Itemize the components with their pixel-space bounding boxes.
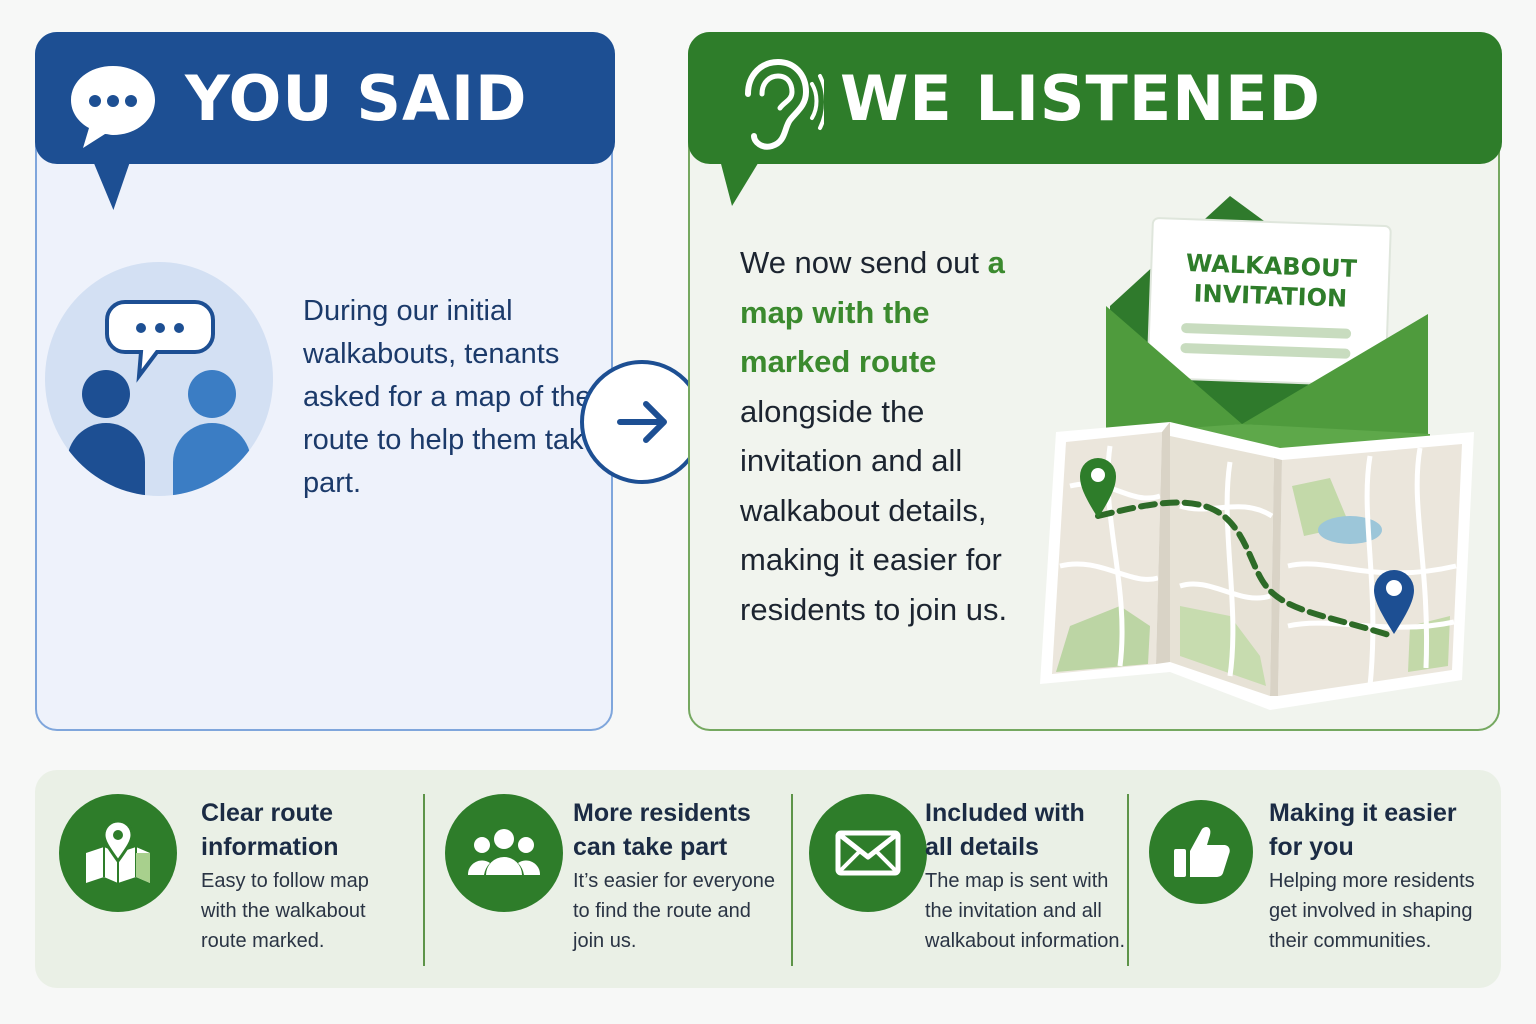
- people-talking-illustration: [45, 262, 273, 496]
- we-listened-title: WE LISTENED: [840, 62, 1321, 135]
- we-listened-text: We now send out a map with the marked ro…: [740, 238, 1040, 634]
- you-said-title: YOU SAID: [185, 62, 528, 135]
- we-listened-header: WE LISTENED: [688, 32, 1502, 164]
- divider: [1127, 794, 1129, 966]
- text-after: alongside the invitation and all walkabo…: [740, 393, 1008, 627]
- folded-map: [1040, 422, 1474, 710]
- benefit-title: More residents can take part: [573, 799, 751, 861]
- people-group-icon: [445, 794, 563, 912]
- you-said-header: YOU SAID: [35, 32, 615, 164]
- arrow-circle: [580, 360, 704, 484]
- benefit-title: Included with all details: [925, 799, 1085, 861]
- benefit-more-residents: More residents can take part It’s easier…: [445, 770, 795, 988]
- text-before: We now send out: [740, 245, 979, 280]
- benefit-title: Clear route information: [201, 799, 339, 861]
- benefit-included-details: Included with all details The map is sen…: [809, 770, 1149, 988]
- text-highlight: a map with the marked route: [740, 245, 1005, 379]
- envelope-icon: [809, 794, 927, 912]
- speech-tail: [720, 160, 760, 206]
- benefit-desc: Easy to follow map with the walkabout ro…: [201, 870, 369, 952]
- invitation-map-illustration: WALKABOUT INVITATION: [1040, 196, 1474, 710]
- start-pin-icon: [1080, 458, 1116, 518]
- benefit-easier: Making it easier for you Helping more re…: [1149, 770, 1489, 988]
- invitation-card: WALKABOUT INVITATION: [1146, 217, 1392, 387]
- ear-icon: [745, 58, 824, 150]
- map-pin-icon: [59, 794, 177, 912]
- speech-tail: [92, 160, 140, 210]
- benefit-title: Making it easier for you: [1269, 799, 1457, 861]
- divider: [423, 794, 425, 966]
- speech-bubble-icon: [71, 66, 155, 148]
- invitation-label-line2: INVITATION: [1193, 279, 1347, 312]
- benefit-desc: The map is sent with the invitation and …: [925, 870, 1126, 952]
- benefit-desc: It’s easier for everyone to find the rou…: [573, 870, 775, 952]
- benefit-desc: Helping more residents get involved in s…: [1269, 870, 1475, 952]
- thumbs-up-icon: [1149, 800, 1253, 904]
- divider: [791, 794, 793, 966]
- end-pin-icon: [1374, 570, 1414, 634]
- people-talking-icon: [67, 300, 251, 496]
- invitation-label-line1: WALKABOUT: [1185, 249, 1357, 283]
- you-said-text: During our initial walkabouts, tenants a…: [303, 295, 600, 499]
- arrow-right-icon: [617, 401, 667, 443]
- benefit-clear-route: Clear route information Easy to follow m…: [59, 770, 429, 988]
- benefits-strip: Clear route information Easy to follow m…: [35, 770, 1501, 988]
